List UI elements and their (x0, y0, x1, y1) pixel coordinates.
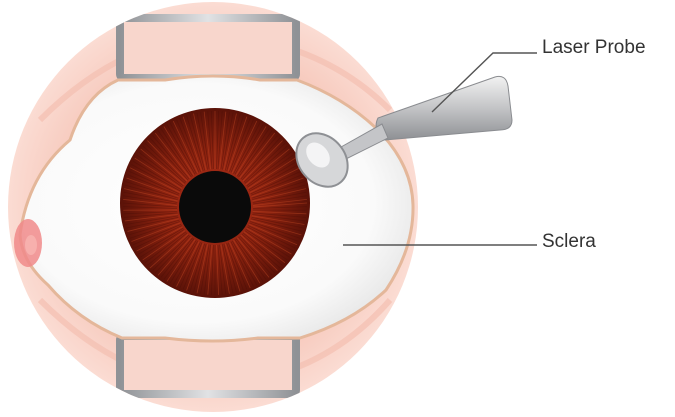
laser-probe-handle (376, 76, 512, 140)
speculum-upper-blade (120, 18, 296, 78)
laser-probe-label: Laser Probe (542, 37, 646, 59)
sclera-label: Sclera (542, 231, 596, 253)
pupil (179, 171, 251, 243)
caruncle-highlight (25, 235, 37, 255)
speculum-lower-blade (120, 336, 296, 394)
